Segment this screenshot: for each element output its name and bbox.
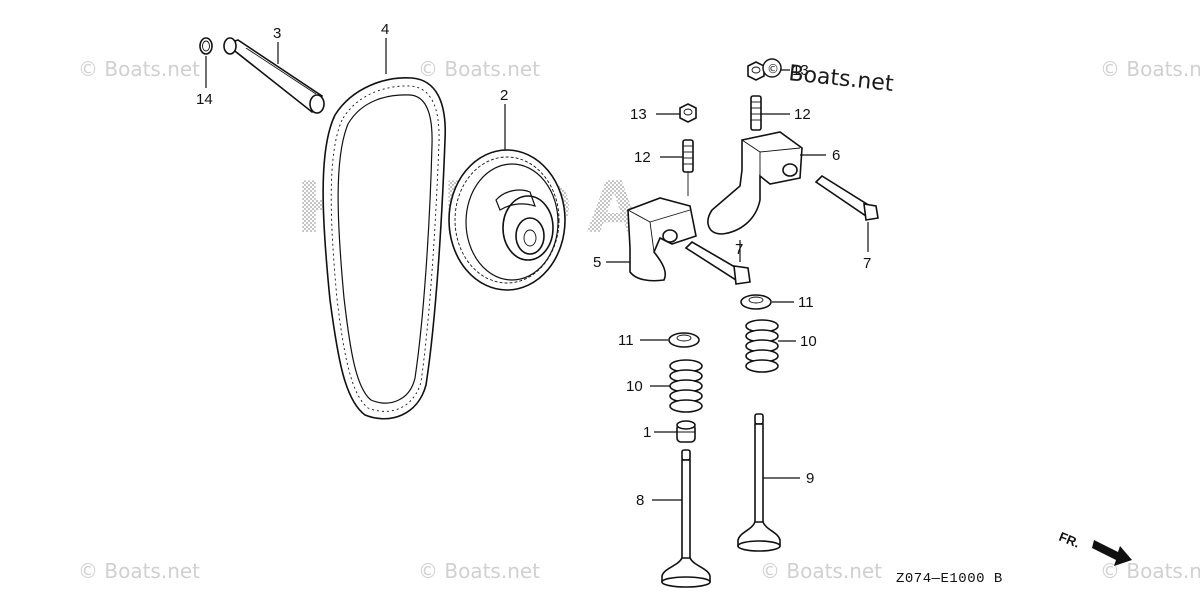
part-nut-upper: [747, 61, 765, 81]
callout-9: 9: [806, 470, 814, 487]
part-valve-spring-exhaust: [745, 319, 779, 373]
callout-14: 14: [196, 91, 213, 108]
callout-13-center: 13: [630, 106, 647, 123]
part-rocker-arm-intake: [627, 197, 697, 282]
part-rocker-arm-exhaust: [707, 131, 803, 235]
callout-13-right: 13: [792, 62, 809, 79]
part-exhaust-valve: [737, 413, 781, 552]
overlay-watermark: © Boats.net: [762, 58, 895, 97]
callout-7-right: 7: [863, 255, 871, 272]
part-intake-valve: [661, 449, 711, 588]
callout-11-right: 11: [798, 294, 814, 311]
callout-1: 1: [643, 424, 651, 441]
callout-12-center: 12: [634, 149, 651, 166]
part-o-ring: [199, 37, 213, 55]
watermark-bottom-right: © Boats.net: [1100, 559, 1200, 583]
direction-label: FR.: [1057, 529, 1082, 551]
watermark-top-center: © Boats.net: [418, 57, 540, 81]
part-nut-lower: [679, 103, 697, 123]
callout-10-right: 10: [800, 333, 817, 350]
callout-7-center: 7: [735, 241, 743, 258]
part-adjust-screw-lower: [682, 139, 694, 196]
callout-10-left: 10: [626, 378, 643, 395]
callout-12-right: 12: [794, 106, 811, 123]
watermark-top-right: © Boats.net: [1100, 57, 1200, 81]
part-retainer-exhaust: [740, 294, 772, 310]
watermark-top-left: © Boats.net: [78, 57, 200, 81]
callout-labels: 14 3 4 2 13 13 12 12 6 5 7 7 11 11 10 10…: [196, 21, 871, 509]
part-valve-spring-intake: [669, 359, 703, 413]
part-pivot-bolt-intake: [684, 240, 751, 285]
overlay-watermark-text: Boats.net: [787, 61, 895, 97]
callout-4: 4: [381, 21, 389, 38]
callout-5: 5: [593, 254, 601, 271]
callout-2: 2: [500, 87, 508, 104]
watermark-bottom-right-center: © Boats.net: [760, 559, 882, 583]
watermark-bottom-center: © Boats.net: [418, 559, 540, 583]
part-stem-seal: [676, 420, 696, 443]
watermark-bottom-left: © Boats.net: [78, 559, 200, 583]
part-shaft: [223, 37, 325, 114]
part-pivot-bolt-exhaust: [814, 174, 879, 221]
watermark-layer: © Boats.net © Boats.net © Boats.net © Bo…: [78, 57, 1200, 583]
callout-11-left: 11: [618, 332, 634, 349]
front-direction-indicator: FR.: [1057, 529, 1132, 566]
overlay-copyright-symbol: ©: [767, 62, 779, 76]
part-timing-belt: [322, 77, 447, 420]
callout-3: 3: [273, 25, 281, 42]
callout-6: 6: [832, 147, 840, 164]
diagram-code: Z074—E1000 B: [896, 571, 1003, 587]
front-arrow-icon: [1092, 540, 1132, 566]
part-cam-pulley: [448, 149, 566, 291]
callout-8: 8: [636, 492, 644, 509]
part-adjust-screw-upper: [750, 95, 762, 131]
part-retainer-intake: [668, 332, 700, 348]
